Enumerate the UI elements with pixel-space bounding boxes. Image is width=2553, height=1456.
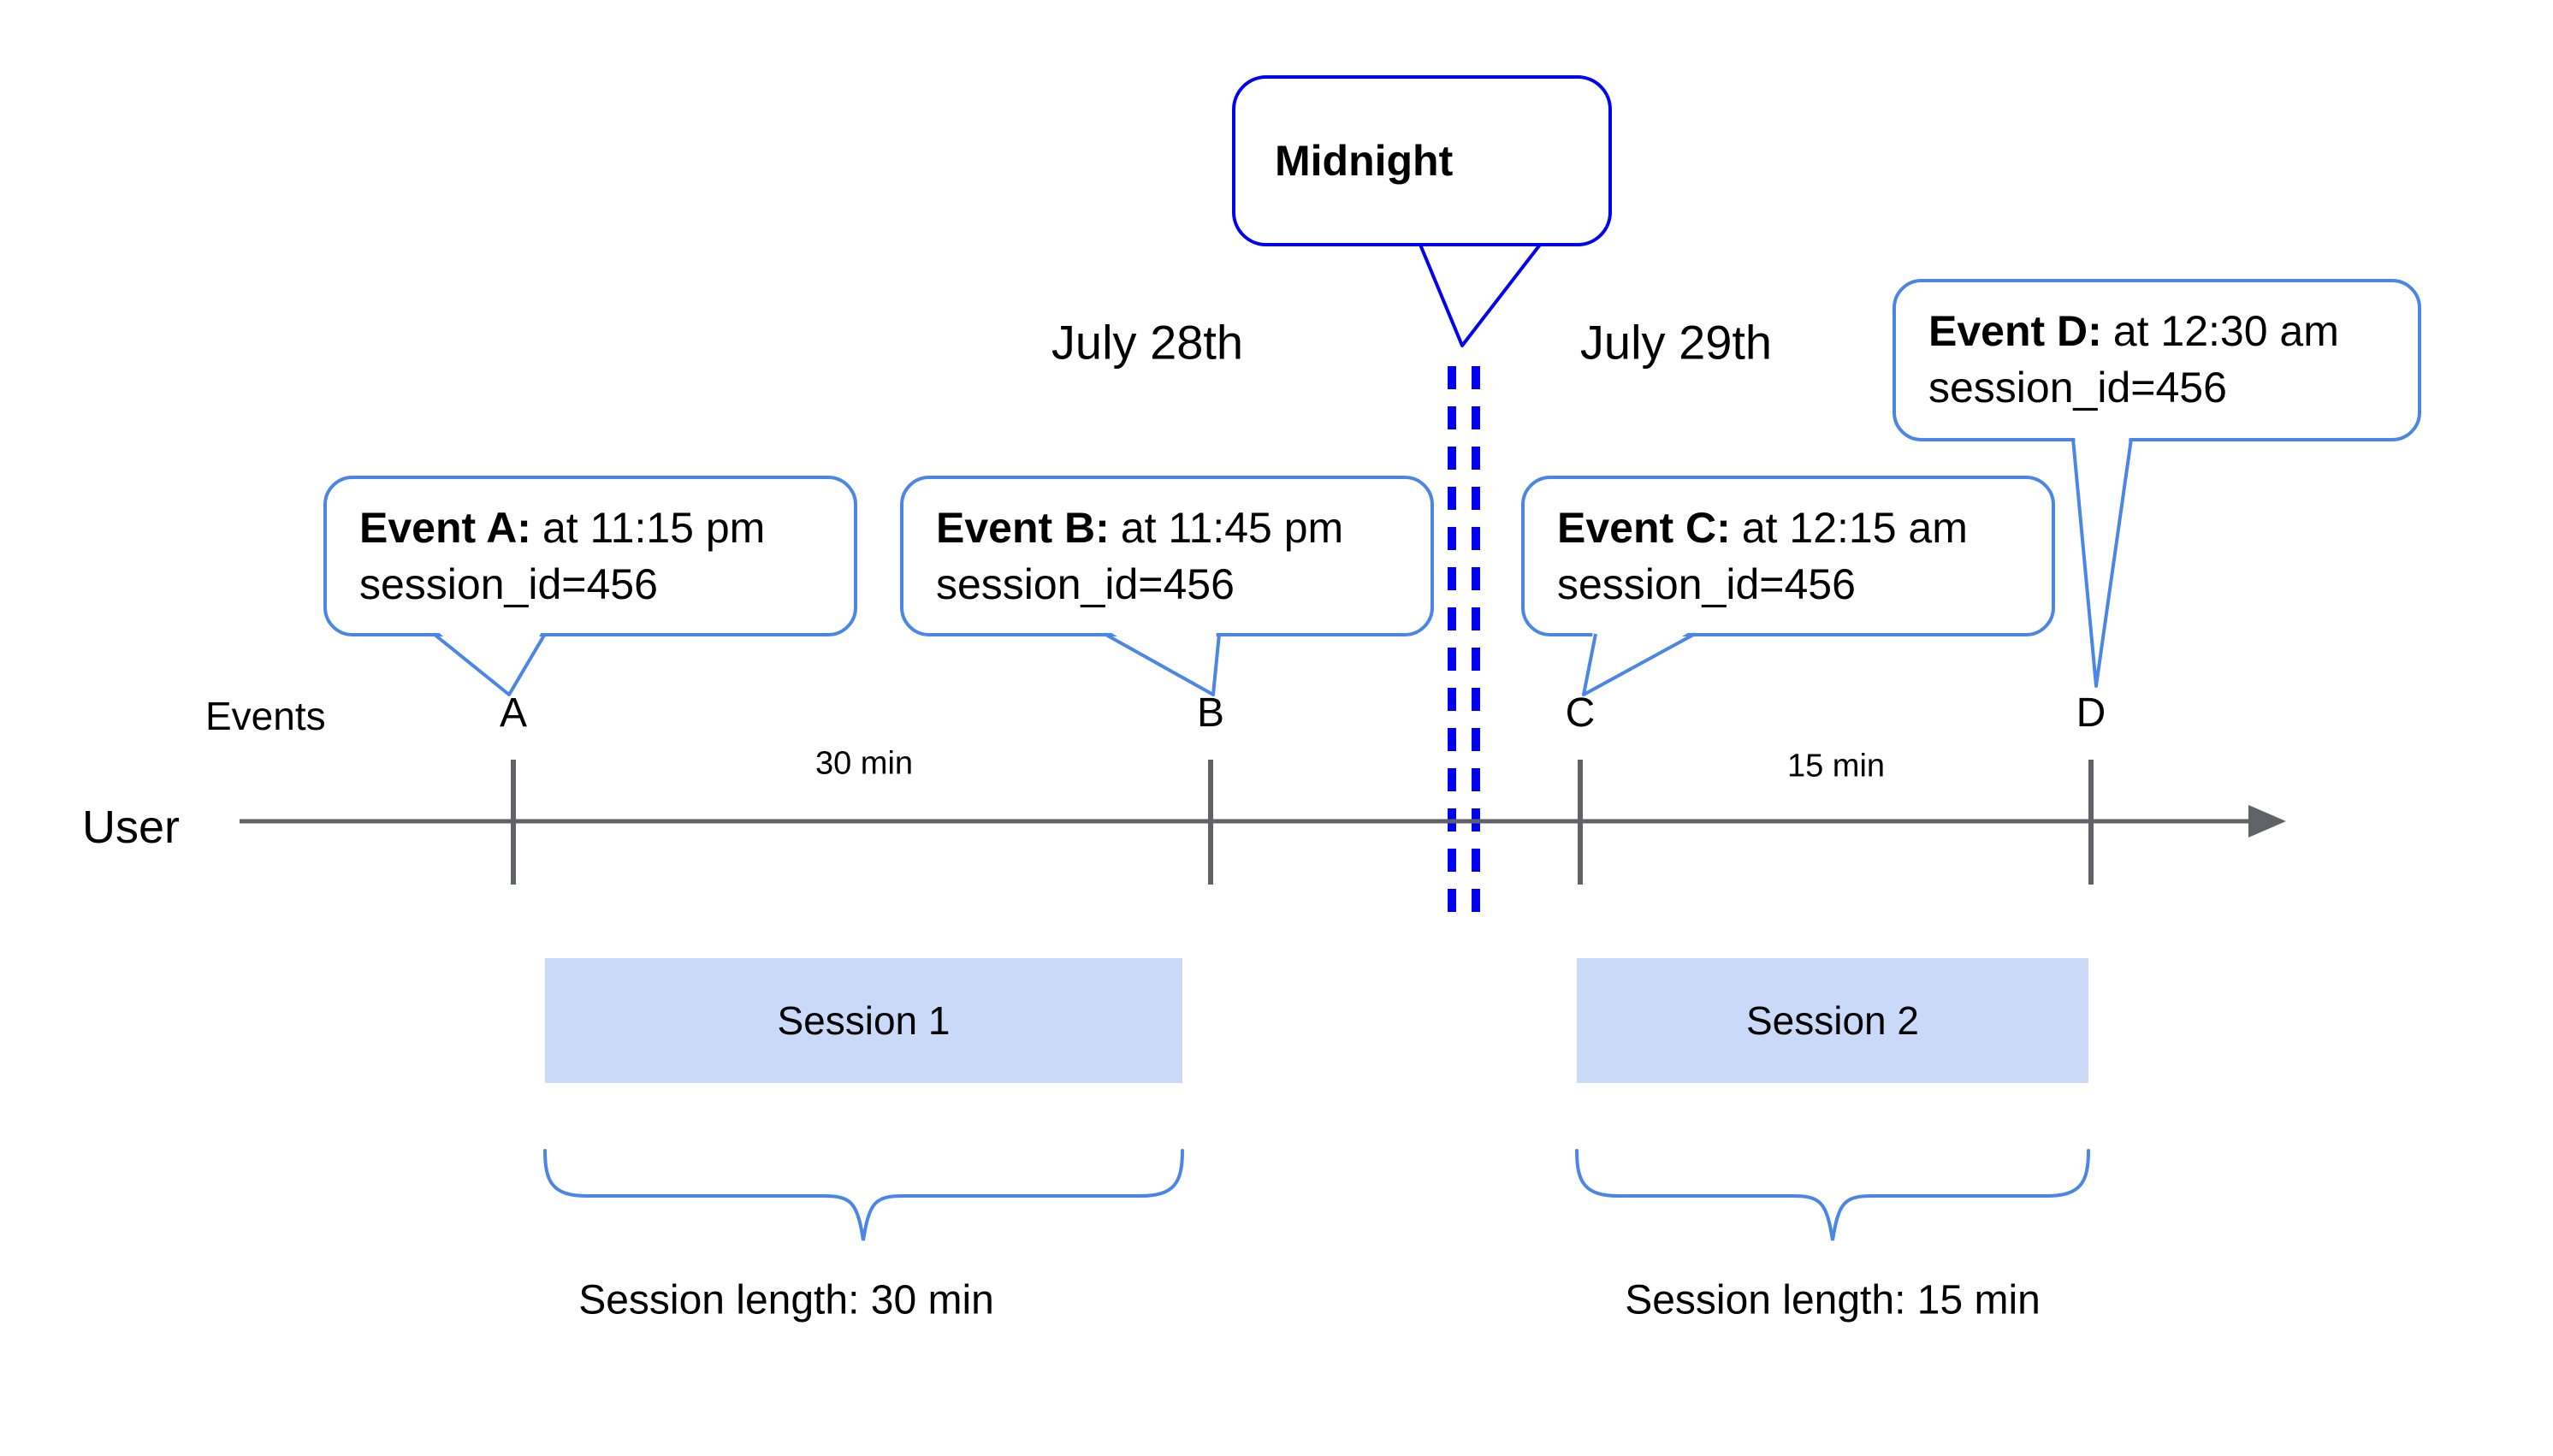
event-d-line-2: session_id=456 bbox=[1928, 364, 2227, 411]
event-d-line-1: Event D:at 12:30 am bbox=[1928, 307, 2339, 355]
event-b-line-2: session_id=456 bbox=[936, 560, 1235, 608]
session-2-label: Session 2 bbox=[1745, 998, 1919, 1043]
event-c-callout-tail bbox=[1582, 630, 1696, 696]
event-c-line-1: Event C:at 12:15 am bbox=[1557, 504, 1968, 552]
event-b-callout: Event B:at 11:45 pm session_id=456 bbox=[900, 476, 1434, 636]
event-c-callout: Event C:at 12:15 am session_id=456 bbox=[1521, 476, 2055, 636]
session-1-brace bbox=[543, 1149, 1184, 1241]
midnight-callout-label: Midnight bbox=[1275, 137, 1454, 185]
gap-label-30min: 30 min bbox=[814, 745, 914, 782]
event-a-line-2: session_id=456 bbox=[359, 560, 658, 608]
event-b-callout-tail bbox=[1104, 630, 1221, 696]
midnight-callout: Midnight bbox=[1232, 75, 1612, 246]
session-2-box: Session 2 bbox=[1577, 958, 2088, 1083]
event-b-line-1: Event B:at 11:45 pm bbox=[936, 504, 1344, 552]
event-a-callout-tail bbox=[432, 630, 547, 696]
session-1-box: Session 1 bbox=[545, 958, 1182, 1083]
session-1-length-label: Session length: 30 min bbox=[578, 1277, 994, 1323]
session-2-brace bbox=[1575, 1149, 2090, 1241]
event-a-line-1: Event A:at 11:15 pm bbox=[359, 504, 766, 552]
date-july-28: July 28th bbox=[1051, 315, 1244, 370]
gap-label-15min: 15 min bbox=[1786, 748, 1886, 784]
tick-label-d: D bbox=[2076, 690, 2106, 736]
session-2-length-label: Session length: 15 min bbox=[1625, 1277, 2041, 1323]
event-d-callout-tail bbox=[2071, 435, 2133, 688]
tick-label-c: C bbox=[1565, 690, 1596, 736]
event-a-callout: Event A:at 11:15 pm session_id=456 bbox=[323, 476, 857, 636]
session-1-label: Session 1 bbox=[777, 998, 951, 1043]
user-axis-label: User bbox=[82, 802, 181, 853]
tick-label-b: B bbox=[1196, 690, 1225, 736]
date-july-29: July 29th bbox=[1579, 315, 1773, 370]
event-c-line-2: session_id=456 bbox=[1557, 560, 1856, 608]
tick-label-a: A bbox=[499, 690, 528, 736]
midnight-callout-tail bbox=[1419, 240, 1542, 347]
event-d-callout: Event D:at 12:30 am session_id=456 bbox=[1893, 279, 2421, 441]
timeline-arrowhead-icon bbox=[2248, 805, 2286, 837]
events-axis-label: Events bbox=[205, 694, 326, 738]
